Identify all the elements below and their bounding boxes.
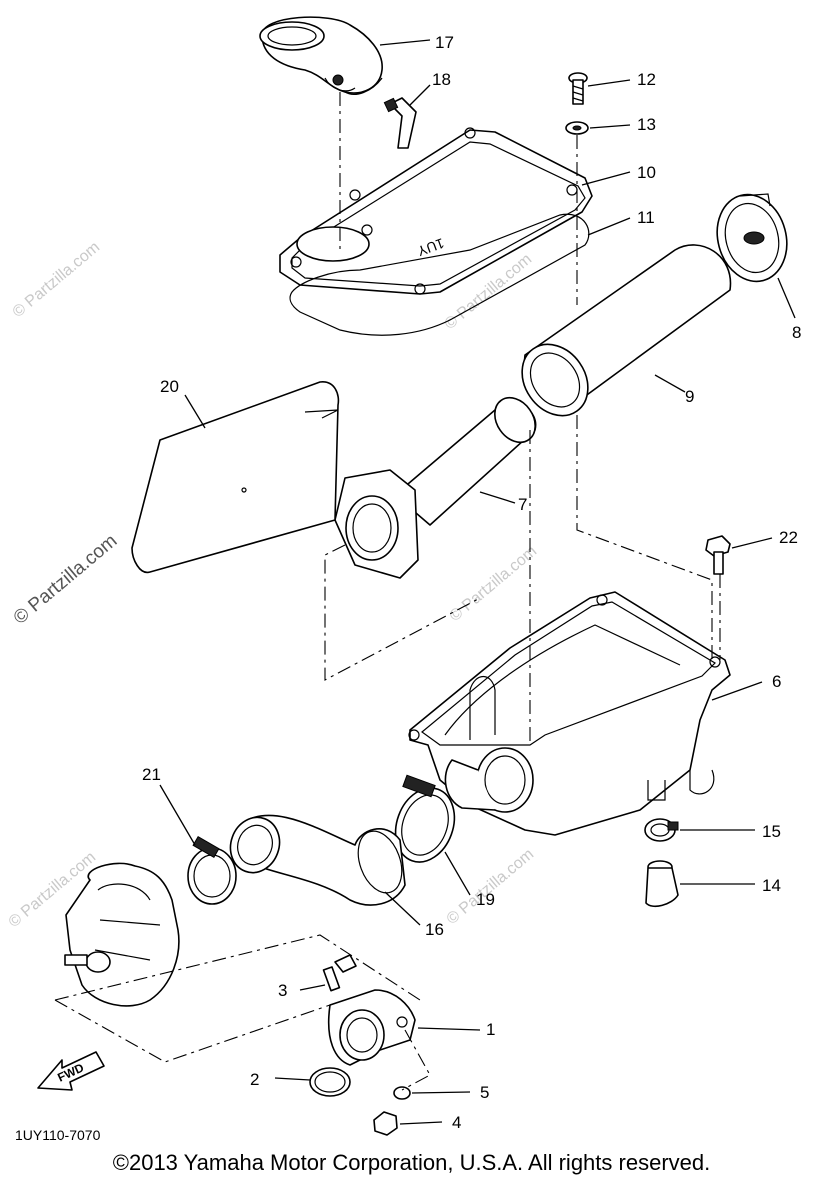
callout-12: 12 [637,70,656,89]
leader-lines [159,39,796,1125]
part-3-bolt [322,954,357,992]
callout-21: 21 [142,765,161,784]
watermark: © Partzilla.com [10,530,122,628]
part-22-bolt [705,535,731,575]
part-7-filter-guide [334,396,537,579]
part-21-clamp [187,835,237,905]
part-5-washer [393,1086,411,1100]
callout-5: 5 [480,1083,489,1102]
part-17-intake-duct [259,16,383,95]
watermark: © Partzilla.com [447,543,541,625]
callout-20: 20 [160,377,179,396]
part-18-breather-elbow [383,97,417,149]
part-6-case [408,591,731,836]
callout-18: 18 [432,70,451,89]
part-13-washer [565,121,589,135]
carburetor-outline [64,862,180,1007]
callout-19: 19 [476,890,495,909]
callout-4: 4 [452,1113,461,1132]
part-9-filter-element [521,244,732,417]
callout-7: 7 [518,495,527,514]
callout-10: 10 [637,163,656,182]
part-14-drain-boot [645,860,679,907]
part-19-clamp [394,774,456,863]
callout-8: 8 [792,323,801,342]
callout-22: 22 [779,528,798,547]
part-12-screw [568,72,588,105]
forward-arrow: FWD [37,1051,105,1091]
callout-17: 17 [435,33,454,52]
diagram-code: 1UY110-7070 [15,1127,101,1143]
part-15-clamp [644,818,679,842]
callout-11: 11 [637,208,655,227]
callout-9: 9 [685,387,694,406]
copyright-notice: ©2013 Yamaha Motor Corporation, U.S.A. A… [112,1150,711,1175]
callout-2: 2 [250,1070,259,1089]
watermark: © Partzilla.com [10,239,104,321]
callout-14: 14 [762,876,781,895]
callout-numbers: 17 18 12 13 10 11 8 9 7 20 22 6 15 14 19… [142,33,801,1132]
callout-6: 6 [772,672,781,691]
part-2-o-ring [309,1067,351,1097]
callout-3: 3 [278,981,287,1000]
callout-1: 1 [486,1020,495,1039]
assembly-lines [54,92,721,1091]
part-10-cover: 1UY [279,127,593,295]
callout-13: 13 [637,115,656,134]
part-20-plate [131,381,340,574]
part-4-nut [373,1111,398,1136]
callout-16: 16 [425,920,444,939]
part-11-gasket [289,213,590,336]
watermark: © Partzilla.com [444,846,538,928]
part-8-cap [716,193,788,283]
part-1-carb-joint [327,989,416,1066]
callout-15: 15 [762,822,781,841]
part-16-joint [229,814,406,906]
